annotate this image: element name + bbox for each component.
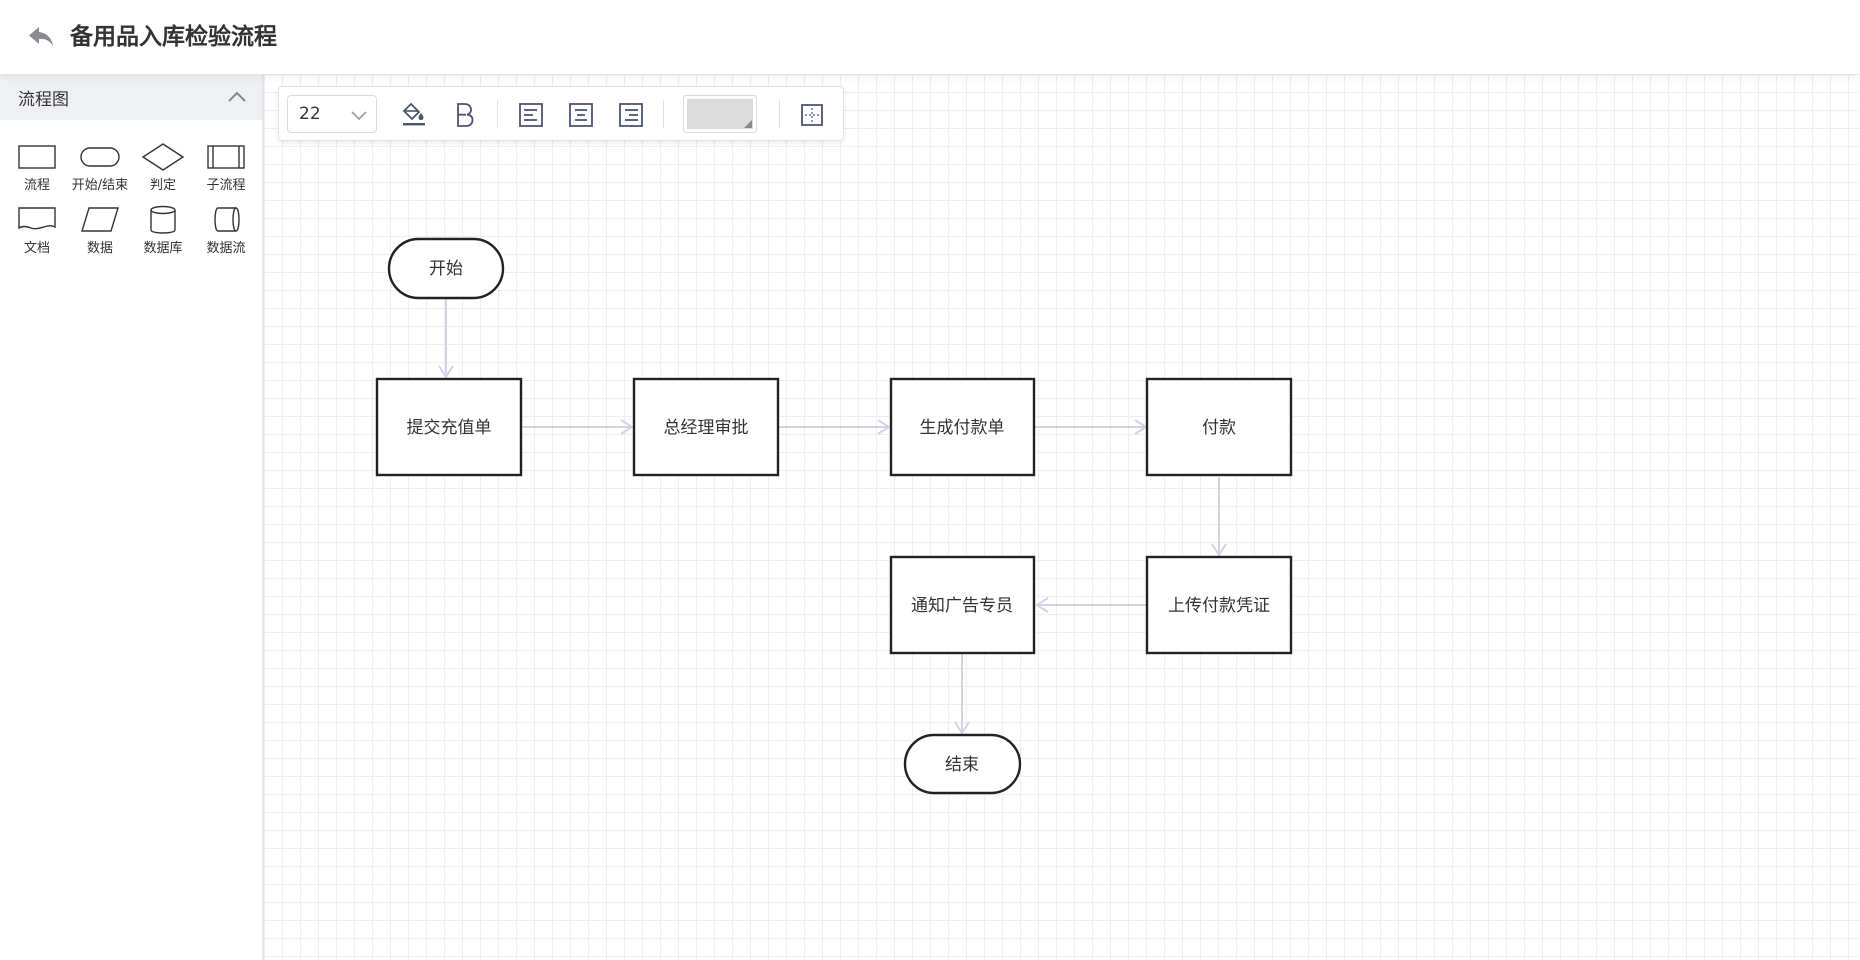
chevron-down-icon bbox=[351, 111, 367, 121]
shape-item-terminal[interactable]: 开始/结束 bbox=[69, 140, 131, 193]
dataflow-shape-icon bbox=[214, 207, 240, 232]
node-end[interactable]: 结束 bbox=[903, 733, 1022, 795]
fill-color-icon[interactable] bbox=[399, 100, 429, 130]
chevron-up-icon[interactable] bbox=[226, 86, 248, 108]
toolbar-separator bbox=[497, 100, 498, 128]
node-pay[interactable]: 付款 bbox=[1145, 377, 1293, 477]
fill-color-preview bbox=[687, 99, 753, 129]
align-center-icon[interactable] bbox=[566, 100, 596, 130]
shape-item-database[interactable]: 数据库 bbox=[132, 203, 194, 256]
node-end-label: 结束 bbox=[945, 755, 979, 775]
node-notify-label: 通知广告专员 bbox=[911, 596, 1013, 616]
shape-item-process[interactable]: 流程 bbox=[6, 140, 68, 193]
document-shape-icon bbox=[18, 207, 56, 230]
shape-label: 文档 bbox=[23, 241, 50, 256]
node-generate-label: 生成付款单 bbox=[920, 418, 1005, 438]
shape-item-data[interactable]: 数据 bbox=[69, 203, 131, 256]
shape-library-sidebar: 流程图 流程 开始/结束 判定 bbox=[0, 74, 264, 960]
node-generate[interactable]: 生成付款单 bbox=[889, 377, 1036, 477]
node-pay-label: 付款 bbox=[1202, 418, 1236, 438]
node-upload-label: 上传付款凭证 bbox=[1168, 596, 1270, 616]
node-start-label: 开始 bbox=[429, 259, 463, 279]
node-submit-label: 提交充值单 bbox=[407, 418, 492, 438]
node-notify[interactable]: 通知广告专员 bbox=[889, 555, 1036, 655]
shape-label: 开始/结束 bbox=[71, 178, 129, 193]
node-approve[interactable]: 总经理审批 bbox=[632, 377, 780, 477]
align-right-icon[interactable] bbox=[616, 100, 646, 130]
shape-label: 子流程 bbox=[206, 178, 246, 193]
node-start[interactable]: 开始 bbox=[387, 237, 505, 300]
shape-grid: 流程 开始/结束 判定 子流程 文档 bbox=[0, 120, 262, 256]
shape-label: 流程 bbox=[23, 178, 50, 193]
sidebar-section-title: 流程图 bbox=[18, 89, 69, 110]
sidebar-section-header[interactable]: 流程图 bbox=[0, 74, 262, 120]
shape-item-document[interactable]: 文档 bbox=[6, 203, 68, 256]
node-upload[interactable]: 上传付款凭证 bbox=[1145, 555, 1293, 655]
align-left-icon[interactable] bbox=[516, 100, 546, 130]
bold-icon[interactable] bbox=[449, 100, 479, 130]
shape-label: 数据库 bbox=[143, 241, 183, 256]
shape-label: 数据流 bbox=[206, 241, 246, 256]
data-shape-icon bbox=[81, 207, 119, 232]
subprocess-shape-icon bbox=[207, 145, 245, 169]
node-submit[interactable]: 提交充值单 bbox=[375, 377, 523, 477]
back-arrow-icon[interactable] bbox=[26, 22, 56, 52]
shape-label: 判定 bbox=[149, 178, 176, 193]
toolbar-separator bbox=[663, 100, 664, 128]
font-size-select[interactable]: 22 bbox=[287, 95, 377, 133]
border-icon[interactable] bbox=[797, 100, 827, 130]
decision-shape-icon bbox=[141, 143, 185, 171]
app-header: 备用品入库检验流程 bbox=[0, 0, 1860, 74]
connectors bbox=[438, 299, 1227, 735]
shape-item-dataflow[interactable]: 数据流 bbox=[195, 203, 257, 256]
node-approve-label: 总经理审批 bbox=[664, 418, 749, 438]
fill-color-swatch[interactable] bbox=[683, 95, 757, 133]
page-title: 备用品入库检验流程 bbox=[70, 24, 277, 50]
shape-label: 数据 bbox=[86, 241, 113, 256]
swatch-corner-icon bbox=[744, 120, 752, 128]
format-toolbar: 22 bbox=[278, 86, 844, 141]
shape-item-decision[interactable]: 判定 bbox=[132, 140, 194, 193]
diagram-canvas[interactable] bbox=[264, 74, 1860, 960]
process-shape-icon bbox=[18, 145, 56, 169]
toolbar-separator bbox=[779, 100, 780, 128]
font-size-value: 22 bbox=[299, 104, 321, 124]
terminal-shape-icon bbox=[80, 147, 120, 167]
shape-item-subprocess[interactable]: 子流程 bbox=[195, 140, 257, 193]
database-shape-icon bbox=[150, 205, 176, 234]
